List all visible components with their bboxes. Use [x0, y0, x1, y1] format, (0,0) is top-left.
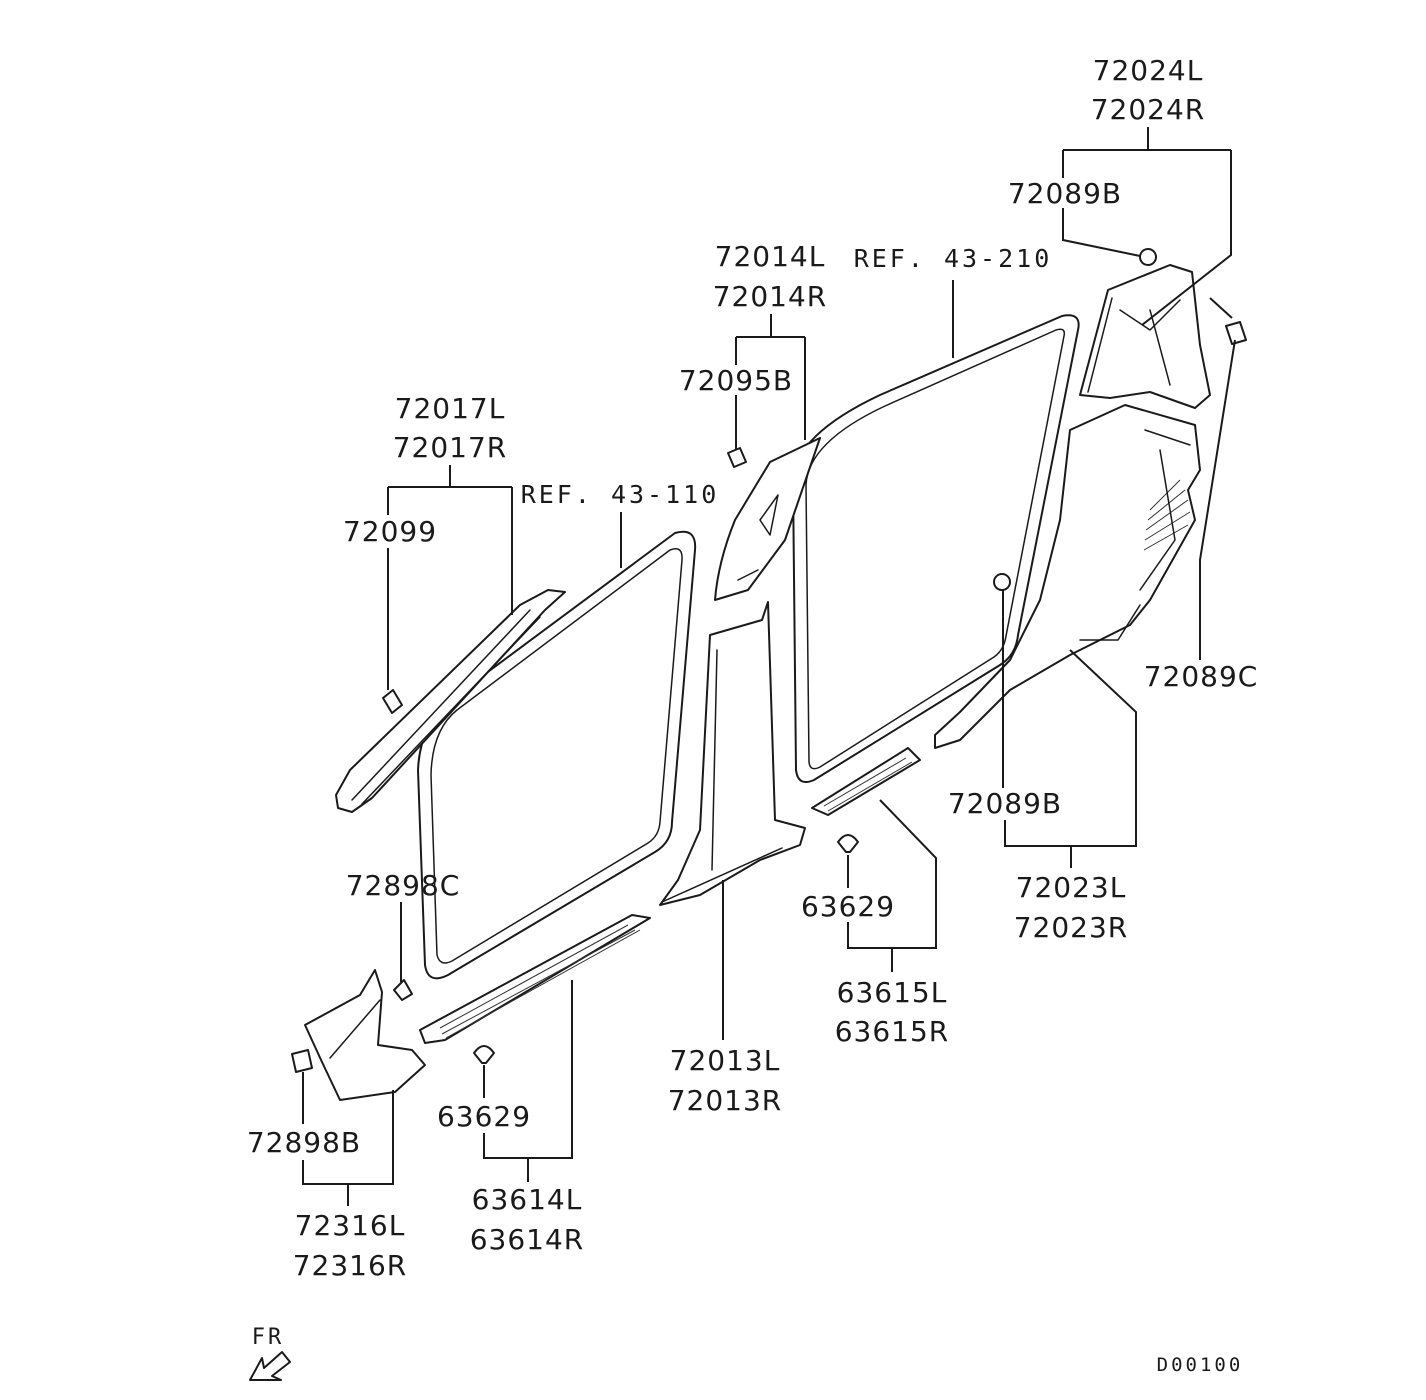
clip-72898c [393, 979, 413, 1001]
label-63629-right: 63629 [801, 890, 895, 923]
cowl-side-trim [304, 969, 426, 1101]
clip-72099 [382, 689, 403, 714]
clip-63629-left [473, 1045, 495, 1064]
label-63615l: 63615L [837, 976, 948, 1009]
rear-scuff-plate [811, 747, 921, 816]
label-63614r: 63614R [470, 1223, 585, 1256]
b-pillar-upper-trim [714, 437, 821, 601]
label-72023l: 72023L [1016, 871, 1127, 904]
label-72013l: 72013L [670, 1044, 781, 1077]
label-63629-left: 63629 [437, 1100, 531, 1133]
quarter-trim-lower [934, 404, 1201, 749]
label-72089b-mid: 72089B [948, 787, 1062, 820]
quarter-trim-upper [1079, 264, 1211, 409]
a-pillar-trim [335, 589, 566, 813]
label-72023r: 72023R [1014, 911, 1129, 944]
label-72017l: 72017L [395, 392, 506, 425]
label-fr: FR [252, 1325, 285, 1350]
label-72014l: 72014L [715, 240, 826, 273]
label-72014r: 72014R [713, 280, 828, 313]
label-ref-43-210: REF. 43-210 [854, 244, 1053, 273]
clip-72089c [1225, 321, 1247, 345]
label-72024r: 72024R [1091, 93, 1206, 126]
front-scuff-plate [419, 914, 651, 1044]
label-72316r: 72316R [293, 1249, 408, 1282]
diagram-code: D00100 [1157, 1354, 1244, 1376]
clip-63629-right [837, 834, 859, 853]
label-72316l: 72316L [295, 1209, 406, 1242]
clip-72095b [727, 447, 747, 468]
label-72089b-top: 72089B [1008, 177, 1122, 210]
front-direction-arrow-icon [249, 1351, 291, 1381]
label-72898b: 72898B [247, 1126, 361, 1159]
label-63614l: 63614L [472, 1183, 583, 1216]
label-72089c: 72089C [1144, 660, 1259, 693]
label-72095b: 72095B [679, 364, 793, 397]
clip-72089b-mid [993, 573, 1011, 591]
label-72099: 72099 [343, 515, 437, 548]
clip-72898b [291, 1049, 313, 1073]
b-pillar-lower-trim [659, 601, 806, 906]
leader-lines [302, 127, 1236, 1206]
label-ref-43-110: REF. 43-110 [521, 480, 720, 509]
label-72898c: 72898C [346, 869, 461, 902]
label-72024l: 72024L [1093, 54, 1204, 87]
label-72017r: 72017R [393, 431, 508, 464]
clip-72089b-top [1139, 248, 1157, 266]
label-72013r: 72013R [668, 1084, 783, 1117]
rear-door-weatherstrip [792, 314, 1080, 783]
label-63615r: 63615R [835, 1015, 950, 1048]
